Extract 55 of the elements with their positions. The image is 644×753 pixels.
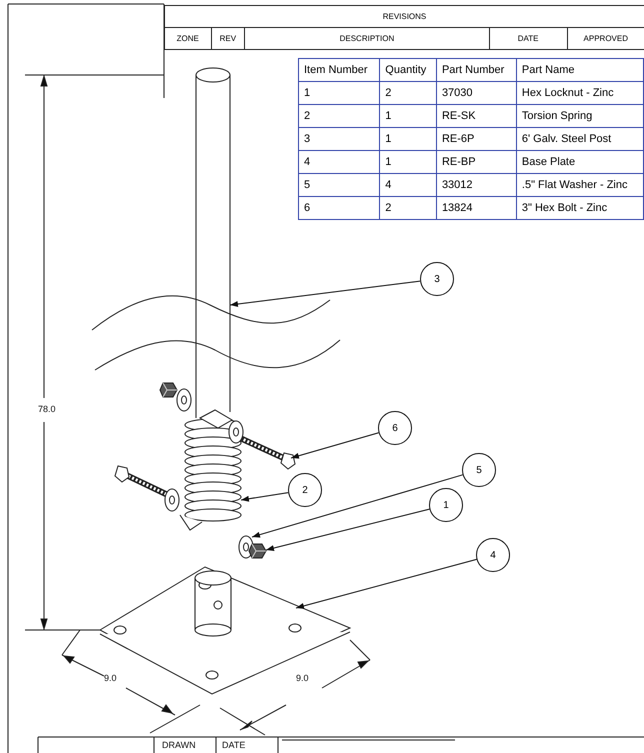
table-cell: 13824 xyxy=(436,196,516,220)
dimension-value: 9.0 xyxy=(296,673,309,683)
leader-line xyxy=(240,492,289,502)
callout-balloon: 6 xyxy=(378,411,412,445)
table-cell: RE-SK xyxy=(436,104,516,128)
leader-line xyxy=(230,280,421,307)
column-header: Item Number xyxy=(298,58,380,82)
column-header: Part Number xyxy=(436,58,516,82)
table-title: REVISIONS xyxy=(164,6,644,28)
leader-line xyxy=(252,474,464,538)
title-block-label: DATE xyxy=(222,740,246,750)
locknut-drawing xyxy=(248,544,267,558)
table-cell: 1 xyxy=(380,128,436,150)
leader-line xyxy=(296,558,478,609)
callout-balloon: 1 xyxy=(429,488,463,522)
post-cylinder xyxy=(196,68,230,418)
column-header: DESCRIPTION xyxy=(244,28,490,50)
column-header: REV xyxy=(211,28,245,50)
title-block-label: DRAWN xyxy=(162,740,196,750)
table-cell: 2 xyxy=(380,82,436,104)
spring-drawing xyxy=(180,409,242,531)
column-header: DATE xyxy=(489,28,568,50)
table-cell: 6 xyxy=(298,196,380,220)
table-cell: .5" Flat Washer - Zinc xyxy=(516,174,644,196)
table-cell: 4 xyxy=(380,174,436,196)
dimension-value: 78.0 xyxy=(38,404,56,414)
dimension-value: 9.0 xyxy=(104,673,117,683)
leader-line xyxy=(290,432,380,459)
table-cell: Hex Locknut - Zinc xyxy=(516,82,644,104)
table-cell: 6' Galv. Steel Post xyxy=(516,128,644,150)
callout-balloon: 5 xyxy=(462,453,496,487)
table-cell: 2 xyxy=(380,196,436,220)
table-cell: Base Plate xyxy=(516,150,644,174)
leader-line xyxy=(266,508,430,551)
table-cell: RE-BP xyxy=(436,150,516,174)
callout-balloon: 4 xyxy=(476,538,510,572)
table-cell: 5 xyxy=(298,174,380,196)
table-cell: 3" Hex Bolt - Zinc xyxy=(516,196,644,220)
base-plate-drawing xyxy=(98,566,352,695)
table-cell: 1 xyxy=(298,82,380,104)
table-cell: Torsion Spring xyxy=(516,104,644,128)
table-cell: 1 xyxy=(380,150,436,174)
column-header: Part Name xyxy=(516,58,644,82)
table-cell: 2 xyxy=(298,104,380,128)
table-cell: 33012 xyxy=(436,174,516,196)
table-cell: RE-6P xyxy=(436,128,516,150)
callout-balloon: 2 xyxy=(288,473,322,507)
callout-balloon: 3 xyxy=(420,262,454,296)
table-cell: 37030 xyxy=(436,82,516,104)
table-cell: 4 xyxy=(298,150,380,174)
bolt-drawing xyxy=(238,435,296,470)
table-cell: 3 xyxy=(298,128,380,150)
column-header: Quantity xyxy=(380,58,436,82)
table-cell: 1 xyxy=(380,104,436,128)
column-header: ZONE xyxy=(164,28,212,50)
